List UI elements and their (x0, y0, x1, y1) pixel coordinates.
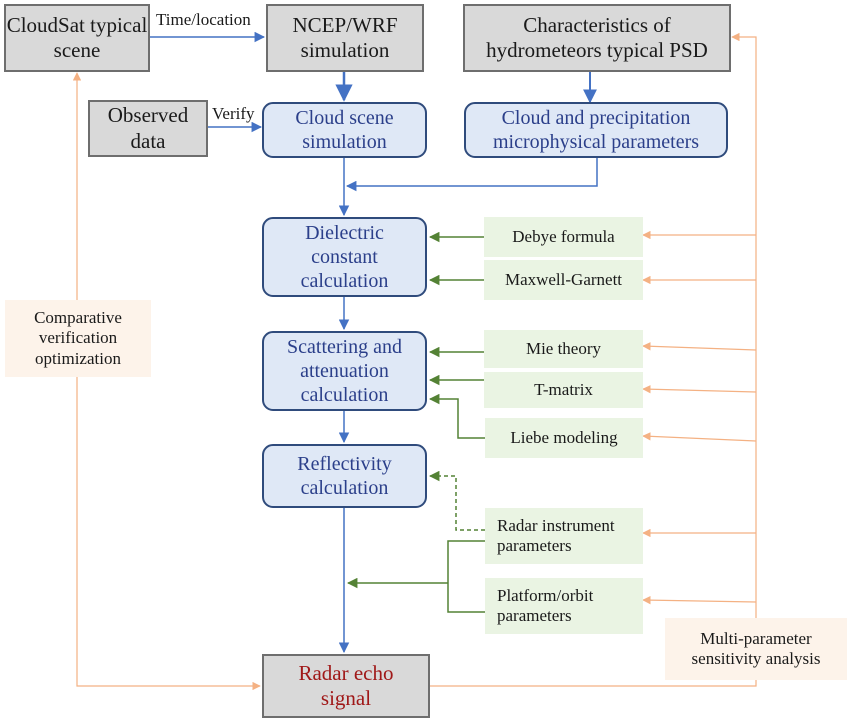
radar-echo-signal-node: Radar echo signal (262, 654, 430, 718)
dielectric-calculation-node: Dielectric constant calculation (262, 217, 427, 297)
maxwell-garnett-text: Maxwell-Garnett (504, 269, 623, 289)
edge-liebe-to-scattering (428, 393, 485, 439)
ncep-wrf-node: NCEP/WRF simulation (266, 4, 424, 72)
platform-orbit-text: Platform/orbit parameters (497, 585, 594, 625)
observed-data-text: Observed data (107, 103, 189, 153)
liebe-modeling-node: Liebe modeling (485, 418, 643, 458)
cloud-scene-simulation-node: Cloud scene simulation (262, 102, 427, 158)
cloudsat-scene-node: CloudSat typical scene (4, 4, 150, 72)
t-matrix-node: T-matrix (484, 372, 643, 408)
edge-microphysics-merge (345, 158, 598, 192)
edge-sensitivity-to-platform (642, 595, 757, 605)
maxwell-garnett-node: Maxwell-Garnett (484, 260, 643, 300)
radar-echo-signal-text: Radar echo signal (298, 660, 394, 710)
radar-instrument-node: Radar instrument parameters (485, 508, 643, 564)
platform-orbit-node: Platform/orbit parameters (485, 578, 643, 634)
scattering-calculation-text: Scattering and attenuation calculation (287, 336, 402, 406)
reflectivity-calculation-node: Reflectivity calculation (262, 444, 427, 508)
edge-radar-platform-merge (447, 540, 485, 613)
edge-sensitivity-to-tmatrix (642, 385, 757, 394)
mie-theory-text: Mie theory (525, 338, 602, 358)
liebe-modeling-text: Liebe modeling (510, 427, 618, 447)
hydrometeor-psd-text: Characteristics of hydrometeors typical … (486, 12, 708, 62)
comparative-verification-node: Comparative verification optimization (5, 300, 151, 377)
edge-echo-to-sensitivity (430, 32, 757, 687)
ncep-wrf-text: NCEP/WRF simulation (292, 12, 398, 62)
edge-comparative-loop (72, 72, 261, 691)
edge-sensitivity-to-liebe (642, 432, 757, 442)
t-matrix-text: T-matrix (534, 379, 593, 399)
verify-label: Verify (212, 104, 255, 123)
radar-instrument-text: Radar instrument parameters (497, 515, 615, 555)
cloud-scene-simulation-text: Cloud scene simulation (295, 107, 394, 153)
edge-radar-instrument-to-reflectivity (428, 470, 485, 531)
observed-data-node: Observed data (88, 100, 208, 157)
reflectivity-calculation-text: Reflectivity calculation (297, 453, 392, 499)
comparative-verification-text: Comparative verification optimization (34, 307, 122, 368)
microphysical-parameters-text: Cloud and precipitation microphysical pa… (492, 107, 700, 153)
time-location-label: Time/location (156, 10, 251, 29)
cloudsat-scene-text: CloudSat typical scene (6, 12, 148, 62)
scattering-calculation-node: Scattering and attenuation calculation (262, 331, 427, 411)
hydrometeor-psd-node: Characteristics of hydrometeors typical … (463, 4, 731, 72)
sensitivity-analysis-text: Multi-parameter sensitivity analysis (691, 628, 821, 668)
microphysical-parameters-node: Cloud and precipitation microphysical pa… (464, 102, 728, 158)
debye-formula-node: Debye formula (484, 217, 643, 257)
sensitivity-analysis-node: Multi-parameter sensitivity analysis (665, 618, 847, 680)
dielectric-calculation-text: Dielectric constant calculation (300, 222, 389, 292)
mie-theory-node: Mie theory (484, 330, 643, 368)
debye-formula-text: Debye formula (512, 226, 615, 246)
edge-sensitivity-to-mie (642, 342, 757, 351)
